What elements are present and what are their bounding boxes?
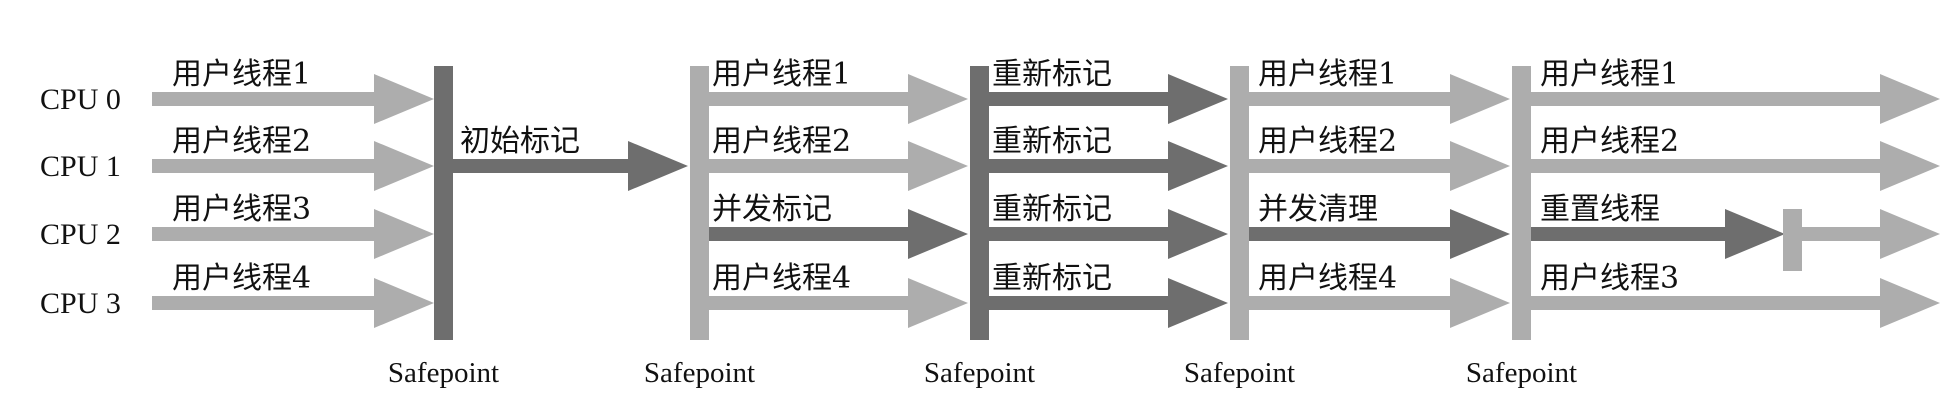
thread-arrow — [1802, 209, 1940, 259]
thread-label: 用户线程1 — [712, 57, 851, 92]
thread-label: 用户线程2 — [1540, 124, 1679, 159]
thread-arrow — [1531, 141, 1940, 191]
thread-arrow — [1249, 141, 1510, 191]
safepoint-label: Safepoint — [644, 357, 755, 389]
thread-label: 用户线程1 — [172, 57, 311, 92]
thread-arrow — [152, 141, 434, 191]
thread-label: 用户线程2 — [172, 124, 311, 159]
thread-label: 用户线程1 — [1540, 57, 1679, 92]
thread-arrow — [1249, 74, 1510, 124]
thread-label: 并发标记 — [712, 192, 832, 227]
cpu-label: CPU 1 — [40, 150, 121, 183]
thread-arrow — [709, 278, 968, 328]
cpu-label: CPU 2 — [40, 218, 121, 251]
safepoint-label: Safepoint — [388, 357, 499, 389]
thread-arrow — [1531, 278, 1940, 328]
phase-label: 初始标记 — [460, 124, 580, 159]
phase-arrow — [453, 141, 688, 191]
thread-arrow — [709, 141, 968, 191]
thread-arrow — [989, 74, 1228, 124]
thread-label: 重置线程 — [1540, 192, 1660, 227]
safepoint-label: Safepoint — [1466, 357, 1577, 389]
thread-arrow — [709, 209, 968, 259]
cpu-label: CPU 0 — [40, 83, 121, 116]
thread-arrow — [1531, 74, 1940, 124]
thread-label: 重新标记 — [992, 192, 1112, 227]
thread-arrow — [1249, 209, 1510, 259]
safepoint-label: Safepoint — [1184, 357, 1295, 389]
safepoint-bar — [1230, 66, 1249, 340]
thread-arrow — [709, 74, 968, 124]
thread-arrow — [1531, 209, 1785, 259]
thread-label: 重新标记 — [992, 57, 1112, 92]
thread-label: 用户线程3 — [1540, 261, 1679, 296]
cpu-label: CPU 3 — [40, 287, 121, 320]
safepoint-bar — [434, 66, 453, 340]
safepoint-bar — [970, 66, 989, 340]
thread-arrow — [152, 278, 434, 328]
thread-arrow — [989, 209, 1228, 259]
thread-arrow — [152, 74, 434, 124]
thread-label: 用户线程1 — [1258, 57, 1397, 92]
thread-arrow — [989, 141, 1228, 191]
thread-label: 用户线程3 — [172, 192, 311, 227]
thread-label: 用户线程4 — [1258, 261, 1397, 296]
thread-label: 并发清理 — [1258, 192, 1378, 227]
safepoint-bar — [690, 66, 709, 340]
thread-label: 用户线程4 — [712, 261, 851, 296]
thread-arrow — [152, 209, 434, 259]
thread-label: 用户线程2 — [1258, 124, 1397, 159]
safepoint-label: Safepoint — [924, 357, 1035, 389]
thread-arrow — [1249, 278, 1510, 328]
thread-label: 重新标记 — [992, 124, 1112, 159]
thread-label: 用户线程2 — [712, 124, 851, 159]
thread-label: 重新标记 — [992, 261, 1112, 296]
thread-label: 用户线程4 — [172, 261, 311, 296]
safepoint-bar — [1512, 66, 1531, 340]
thread-end-marker — [1783, 209, 1802, 271]
thread-arrow — [989, 278, 1228, 328]
